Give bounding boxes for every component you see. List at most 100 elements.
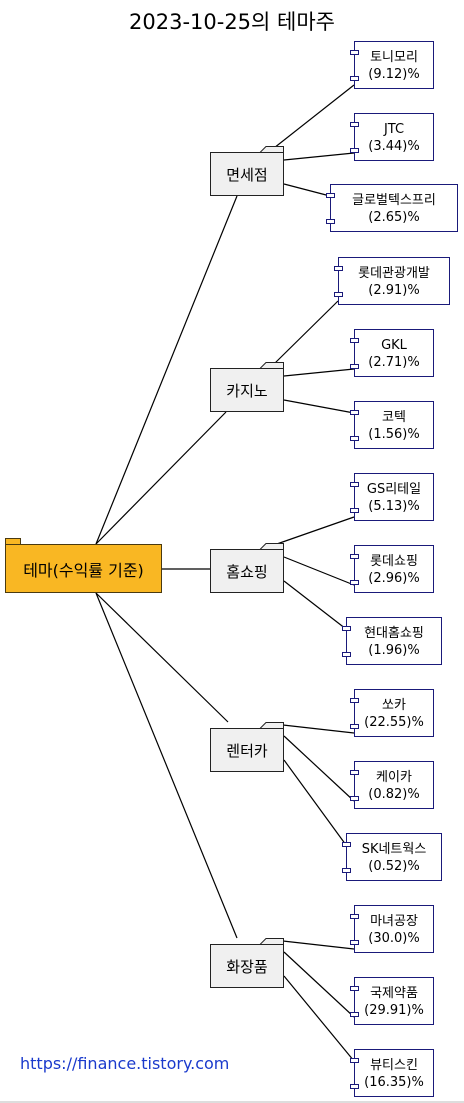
- component-port: [350, 986, 359, 991]
- stock-name: 케이카: [376, 770, 412, 785]
- component-port: [350, 508, 359, 513]
- theme-to-stock-line: [283, 975, 355, 1062]
- component-port: [326, 219, 335, 224]
- theme-label: 면세점: [226, 165, 268, 184]
- stock-node: 케이카 (0.82)%: [350, 761, 434, 809]
- footer-link[interactable]: https://finance.tistory.com: [20, 1054, 230, 1073]
- theme-to-stock-line: [283, 556, 355, 586]
- theme-label: 카지노: [226, 381, 268, 400]
- component-port: [350, 1012, 359, 1017]
- component-port: [350, 122, 359, 127]
- stock-return: (0.82)%: [368, 787, 420, 802]
- component-port: [326, 193, 335, 198]
- theme-folder-3: 홈쇼핑: [210, 543, 284, 593]
- theme-to-stock-line: [283, 951, 355, 1018]
- stock-return: (2.71)%: [368, 355, 420, 370]
- stock-node: GKL (2.71)%: [350, 329, 434, 377]
- stock-name: GKL: [381, 338, 407, 353]
- stock-return: (3.44)%: [368, 139, 420, 154]
- stock-return: (1.56)%: [368, 427, 420, 442]
- page-title: 2023-10-25의 테마주: [129, 10, 335, 34]
- component-port: [350, 580, 359, 585]
- component-port: [342, 652, 351, 657]
- stock-node: 롯데관광개발 (2.91)%: [334, 257, 450, 305]
- root-node: 테마(수익률 기준): [5, 544, 162, 593]
- theme-label: 홈쇼핑: [226, 562, 268, 581]
- stock-name: JTC: [383, 122, 405, 137]
- theme-to-stock-line: [283, 735, 355, 802]
- stock-name: 뷰티스킨: [370, 1058, 418, 1073]
- folder-icon: [210, 938, 284, 988]
- stock-name: 토니모리: [370, 50, 418, 65]
- root-to-theme-line: [95, 195, 238, 545]
- root-folder-tab: [5, 538, 21, 544]
- component-port: [350, 796, 359, 801]
- component-port: [342, 626, 351, 631]
- stock-return: (29.91)%: [364, 1003, 424, 1018]
- stock-name: 쏘카: [382, 698, 406, 713]
- stock-name: 현대홈쇼핑: [364, 626, 424, 641]
- component-port: [342, 868, 351, 873]
- component-port: [334, 292, 343, 297]
- component-port: [350, 410, 359, 415]
- stock-return: (1.96)%: [368, 643, 420, 658]
- theme-folder-2: 카지노: [210, 362, 284, 412]
- theme-to-stock-line: [283, 152, 355, 161]
- stock-node: 현대홈쇼핑 (1.96)%: [342, 617, 442, 665]
- component-port: [350, 914, 359, 919]
- stock-return: (2.65)%: [368, 210, 420, 225]
- stock-node: 뷰티스킨 (16.35)%: [350, 1049, 434, 1097]
- component-port: [334, 266, 343, 271]
- stock-node: 토니모리 (9.12)%: [350, 41, 434, 89]
- component-port: [350, 724, 359, 729]
- stock-return: (30.0)%: [368, 931, 420, 946]
- component-port: [350, 770, 359, 775]
- folder-icon: [210, 543, 284, 593]
- stock-name: SK네트웍스: [361, 842, 427, 857]
- root-to-theme-line: [95, 592, 238, 939]
- theme-label: 화장품: [226, 957, 268, 976]
- stock-return: (2.96)%: [368, 571, 420, 586]
- stock-return: (5.13)%: [368, 499, 420, 514]
- stock-name: GS리테일: [366, 482, 422, 497]
- theme-to-stock-line: [283, 183, 331, 197]
- stock-name: 코텍: [382, 410, 406, 425]
- theme-label: 렌터카: [226, 741, 268, 760]
- stock-return: (16.35)%: [364, 1075, 424, 1090]
- stock-node: 마녀공장 (30.0)%: [350, 905, 434, 953]
- component-port: [350, 148, 359, 153]
- folder-icon: [210, 146, 284, 196]
- stock-return: (0.52)%: [368, 859, 420, 874]
- root-to-theme-line: [95, 592, 229, 723]
- stock-node: SK네트웍스 (0.52)%: [342, 833, 442, 881]
- stock-node: JTC (3.44)%: [350, 113, 434, 161]
- stock-return: (22.55)%: [364, 715, 424, 730]
- theme-folder-4: 렌터카: [210, 722, 284, 772]
- stock-name: 롯데쇼핑: [370, 554, 418, 569]
- component-port: [342, 842, 351, 847]
- theme-to-stock-line: [283, 580, 347, 630]
- component-port: [350, 50, 359, 55]
- stock-name: 글로벌텍스프리: [352, 193, 436, 208]
- component-port: [350, 940, 359, 945]
- stock-name: 마녀공장: [370, 914, 418, 929]
- stock-node: 롯데쇼핑 (2.96)%: [350, 545, 434, 593]
- component-port: [350, 436, 359, 441]
- component-port: [350, 1058, 359, 1063]
- theme-folder-5: 화장품: [210, 938, 284, 988]
- theme-to-stock-line: [273, 939, 355, 950]
- component-port: [350, 554, 359, 559]
- theme-to-stock-line: [283, 759, 347, 846]
- stock-name: 롯데관광개발: [358, 266, 430, 281]
- stock-node: 국제약품(29.91)%: [350, 977, 434, 1025]
- theme-to-stock-line: [283, 399, 355, 414]
- stock-node: 코텍 (1.56)%: [350, 401, 434, 449]
- stock-return: (2.91)%: [368, 283, 420, 298]
- component-port: [350, 698, 359, 703]
- stock-return: (9.12)%: [368, 67, 420, 82]
- theme-to-stock-line: [273, 300, 339, 365]
- theme-to-stock-line: [283, 368, 355, 377]
- component-port: [350, 76, 359, 81]
- theme-folder-1: 면세점: [210, 146, 284, 196]
